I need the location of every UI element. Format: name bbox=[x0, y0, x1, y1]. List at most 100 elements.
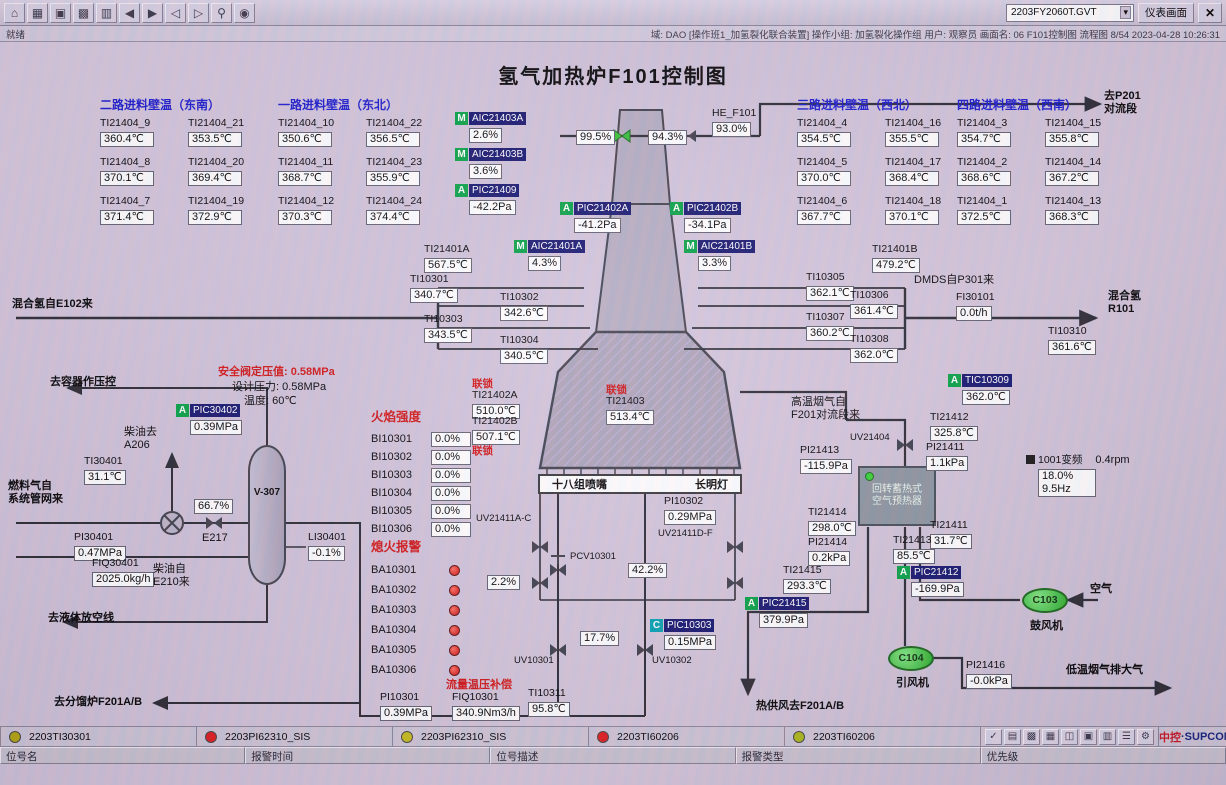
screen-selector[interactable]: 2203FY2060T.GVT ▾ bbox=[1006, 3, 1134, 22]
fuel-pipes bbox=[16, 381, 736, 717]
flame-intensity-header: 火焰强度 bbox=[371, 410, 422, 424]
tag-label: TI21404_17 bbox=[885, 156, 942, 168]
menu-icon[interactable]: ☰ bbox=[1118, 728, 1135, 745]
alarm-dot bbox=[449, 584, 460, 596]
value-box[interactable]: -41.2Pa bbox=[574, 218, 621, 233]
vfd-icon bbox=[1026, 455, 1035, 464]
air-preheater[interactable]: 回转蓄热式 空气预热器 bbox=[858, 466, 936, 526]
trend-icon[interactable]: ▩ bbox=[73, 2, 94, 23]
value-box[interactable]: 3.3% bbox=[698, 256, 732, 271]
windows-icon[interactable]: ▣ bbox=[50, 2, 71, 23]
overview-grid-icon[interactable]: ▦ bbox=[27, 2, 48, 23]
valve-e217-icon[interactable] bbox=[206, 517, 222, 529]
alarm-cell[interactable]: 2203PI62310_SIS bbox=[392, 726, 588, 747]
value-box[interactable]: -169.9Pa bbox=[911, 582, 964, 597]
mode-badge-m: M bbox=[455, 112, 468, 125]
valve-uv21411ac-2-icon[interactable] bbox=[532, 577, 548, 589]
tag-label: TI21402A bbox=[472, 389, 518, 401]
settings-icon[interactable]: ⚙ bbox=[1137, 728, 1154, 745]
valve-uv21411ac-1-icon[interactable] bbox=[532, 541, 548, 553]
mode-badge-a: A bbox=[897, 566, 910, 579]
page-next-icon[interactable]: ▷ bbox=[188, 2, 209, 23]
valve-uv21411df-1-icon[interactable] bbox=[727, 541, 743, 553]
report-icon[interactable]: ▥ bbox=[96, 2, 117, 23]
tag-label: BI10304 bbox=[371, 487, 412, 499]
valve-uv21411df-2-icon[interactable] bbox=[727, 577, 743, 589]
screens-icon[interactable]: ◫ bbox=[1061, 728, 1078, 745]
value-box[interactable]: -34.1Pa bbox=[684, 218, 731, 233]
value-box[interactable]: 0.39MPa bbox=[190, 420, 243, 435]
window-icon[interactable]: ▣ bbox=[1080, 728, 1097, 745]
value-box[interactable]: 3.6% bbox=[469, 164, 503, 179]
close-button[interactable]: ✕ bbox=[1198, 2, 1222, 23]
value-box[interactable]: 0.15MPa bbox=[664, 635, 717, 650]
report-icon[interactable]: ▦ bbox=[1042, 728, 1059, 745]
mode-badge-m: M bbox=[455, 148, 468, 161]
alarm-cell[interactable]: 2203PI62310_SIS bbox=[196, 726, 392, 747]
alarm-cell[interactable]: 2203TI30301 bbox=[0, 726, 196, 747]
label-dieselTo: 柴油去 A206 bbox=[124, 426, 157, 451]
tag-label: PI21416 bbox=[966, 659, 1006, 671]
instrument-LI30401: LI30401-0.1% bbox=[308, 532, 346, 561]
page-prev-icon[interactable]: ◁ bbox=[165, 2, 186, 23]
interlock-label: 联锁 bbox=[472, 378, 493, 390]
valve-uv21404-icon[interactable] bbox=[897, 439, 913, 451]
nav-forward-icon[interactable]: ▶ bbox=[142, 2, 163, 23]
alarm-cell[interactable]: 2203TI60206 bbox=[588, 726, 784, 747]
home-icon[interactable]: ⌂ bbox=[4, 2, 25, 23]
vfd-tag: 1001变频 bbox=[1038, 454, 1083, 466]
value-box: 94.3% bbox=[648, 130, 688, 145]
alarm-icon[interactable]: ◉ bbox=[234, 2, 255, 23]
ack-icon[interactable]: ✓ bbox=[985, 728, 1002, 745]
value-box: 362.1℃ bbox=[806, 286, 854, 301]
print-icon[interactable]: ▥ bbox=[1099, 728, 1116, 745]
valve-uv10302-icon[interactable] bbox=[637, 644, 653, 656]
tag-label: TI21404_12 bbox=[278, 195, 335, 207]
tag-label: TI21402B bbox=[472, 415, 518, 427]
valve-pcv10301-icon[interactable] bbox=[550, 555, 566, 576]
tag-label: TI21414 bbox=[808, 506, 847, 518]
alarm-summary-icon[interactable]: ▤ bbox=[1004, 728, 1021, 745]
alarm-status-dot bbox=[401, 730, 413, 743]
value-box[interactable]: 379.9Pa bbox=[759, 613, 808, 628]
value-box[interactable]: -42.2Pa bbox=[469, 200, 516, 215]
nav-back-icon[interactable]: ◀ bbox=[119, 2, 140, 23]
chevron-down-icon[interactable]: ▾ bbox=[1120, 6, 1131, 19]
valve-uv10301-icon[interactable] bbox=[550, 644, 566, 656]
trend-icon[interactable]: ▩ bbox=[1023, 728, 1040, 745]
value-box[interactable]: 362.0℃ bbox=[962, 390, 1010, 405]
instrument-panel-button[interactable]: 仪表画面 bbox=[1138, 2, 1194, 23]
alarm-cell[interactable]: 2203TI60206 bbox=[784, 726, 980, 747]
value-box[interactable]: 4.3% bbox=[528, 256, 562, 271]
vessel-v307[interactable]: V-307 bbox=[248, 445, 286, 585]
value-box[interactable]: 2.6% bbox=[469, 128, 503, 143]
induced-fan-c104[interactable]: C104 bbox=[888, 646, 934, 671]
footer-column-label: 位号名 bbox=[0, 747, 246, 764]
alarm-dot bbox=[449, 564, 460, 576]
panel-title: 三路进料壁温（西北） bbox=[797, 98, 918, 112]
blower-c103[interactable]: C103 bbox=[1022, 588, 1068, 613]
search-icon[interactable]: ⚲ bbox=[211, 2, 232, 23]
